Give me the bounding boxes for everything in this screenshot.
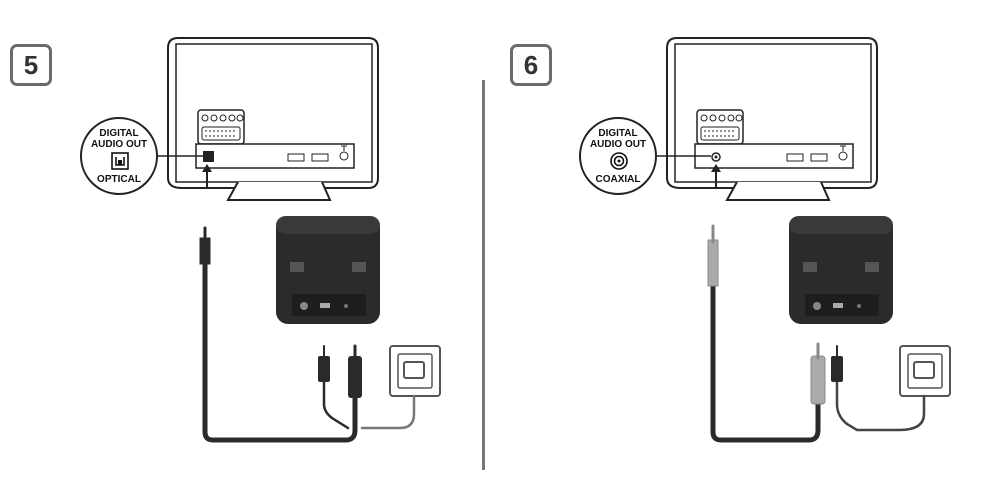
wall-socket-icon (899, 345, 951, 397)
optical-cable-icon (199, 226, 362, 443)
callout-line1: DIGITAL (598, 128, 638, 139)
step-5-illustration (158, 37, 441, 443)
receiver-device-icon (789, 216, 893, 324)
step-5-panel: 5 (10, 37, 441, 443)
digital-audio-out-callout: DIGITAL AUDIO OUT OPTICAL (80, 117, 158, 195)
optical-port-icon (111, 152, 129, 170)
step-6-illustration (657, 37, 951, 443)
receiver-device-icon (276, 216, 380, 324)
coaxial-cable-icon (707, 224, 826, 443)
step-number-badge: 5 (10, 44, 52, 86)
callout-line3: COAXIAL (595, 174, 641, 185)
callout-line3: OPTICAL (97, 174, 141, 185)
coaxial-port-icon (610, 152, 628, 170)
power-cable-icon (831, 345, 926, 432)
digital-audio-out-callout: DIGITAL AUDIO OUT COAXIAL (579, 117, 657, 195)
panel-divider (482, 80, 485, 470)
callout-line2: AUDIO OUT (90, 139, 148, 150)
callout-line1: DIGITAL (99, 128, 139, 139)
wall-socket-icon (389, 345, 441, 397)
callout-line2: AUDIO OUT (589, 139, 647, 150)
power-cable-icon (318, 345, 416, 430)
tv-back-icon (158, 37, 379, 201)
tv-back-icon (657, 37, 878, 201)
step-6-panel: 6 (493, 0, 986, 500)
step-number-badge: 6 (510, 44, 552, 86)
